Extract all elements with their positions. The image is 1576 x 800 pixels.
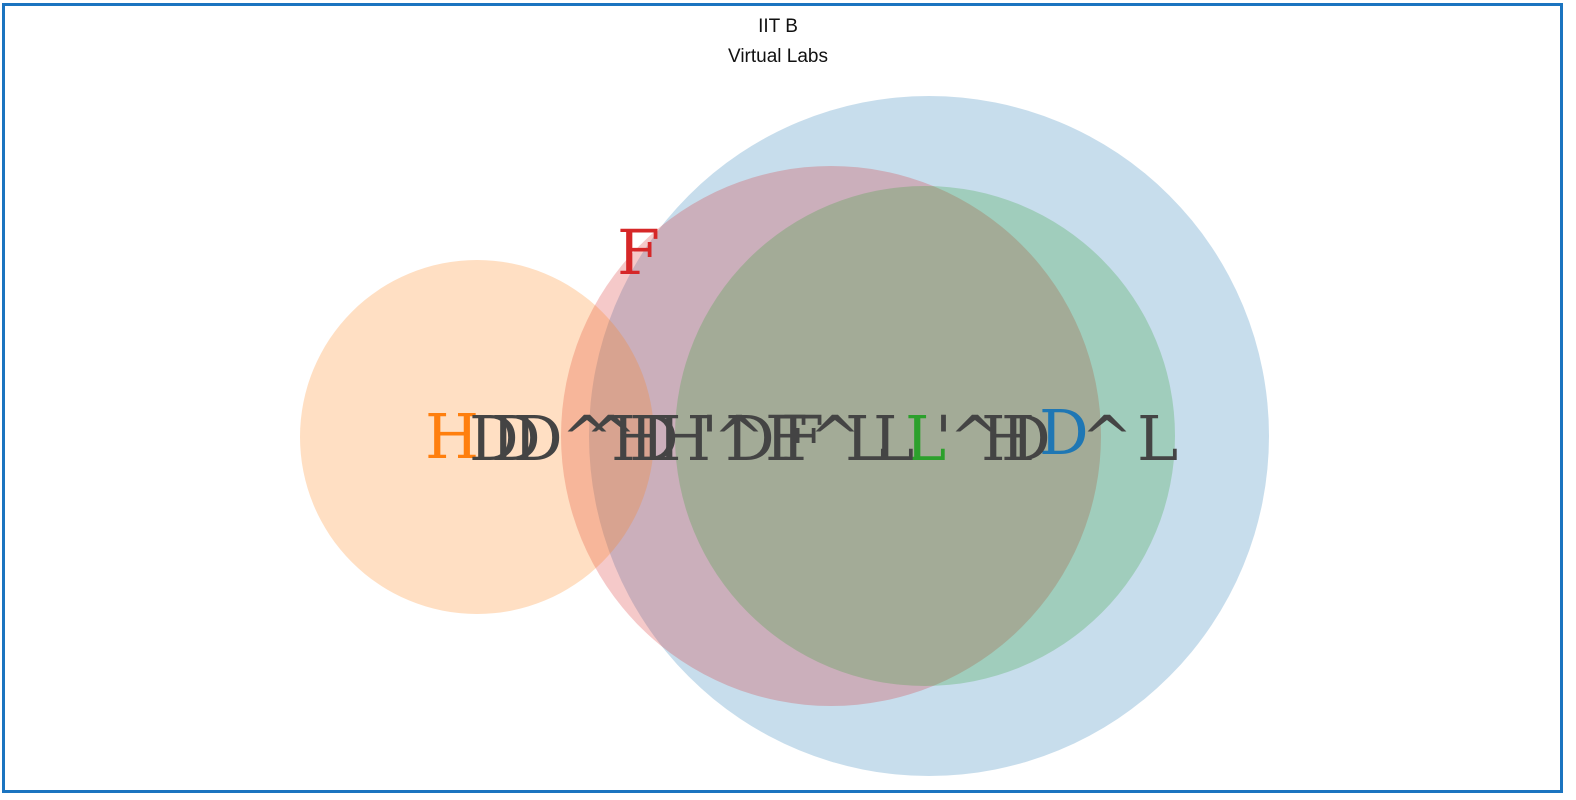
element-label: H — [657, 402, 711, 475]
diagram-frame: IIT B Virtual Labs H F L D D D D ^ ^ H D… — [2, 3, 1563, 793]
element-label: F — [765, 402, 808, 475]
element-label: D — [1001, 402, 1051, 475]
element-label: D — [513, 402, 563, 475]
element-label: F — [781, 402, 824, 475]
element-label: ' — [701, 402, 718, 475]
element-label: D — [725, 402, 775, 475]
element-label: ^ — [809, 402, 861, 475]
element-labels: D D D ^ ^ H D H ' ^ D F F ^ L L ' ^ H D … — [469, 402, 1178, 475]
set-f-circle — [561, 166, 1101, 706]
element-label: ^ — [1081, 402, 1133, 475]
set-f-label: F — [617, 216, 660, 289]
element-label: ^ — [585, 402, 637, 475]
set-l-circle — [675, 186, 1175, 686]
set-l-label: L — [905, 402, 946, 475]
set-h-label: H — [425, 400, 479, 473]
element-label: H — [981, 402, 1035, 475]
element-label: ' — [935, 402, 952, 475]
element-label: D — [469, 402, 519, 475]
element-label: L — [845, 402, 886, 475]
element-label: ^ — [561, 402, 613, 475]
element-label: ^ — [713, 402, 765, 475]
element-label: H — [611, 402, 665, 475]
element-label: D — [491, 402, 541, 475]
element-label: D — [629, 402, 679, 475]
header-line-2: Virtual Labs — [728, 46, 828, 67]
element-label: L — [873, 402, 914, 475]
set-h-circle — [300, 260, 654, 614]
element-label: ^ — [949, 402, 1001, 475]
venn-diagram: IIT B Virtual Labs H F L D D D D ^ ^ H D… — [300, 16, 1269, 776]
set-d-circle — [589, 96, 1269, 776]
header-line-1: IIT B — [758, 16, 798, 37]
element-label: L — [1137, 402, 1178, 475]
set-d-label: D — [1039, 396, 1089, 469]
